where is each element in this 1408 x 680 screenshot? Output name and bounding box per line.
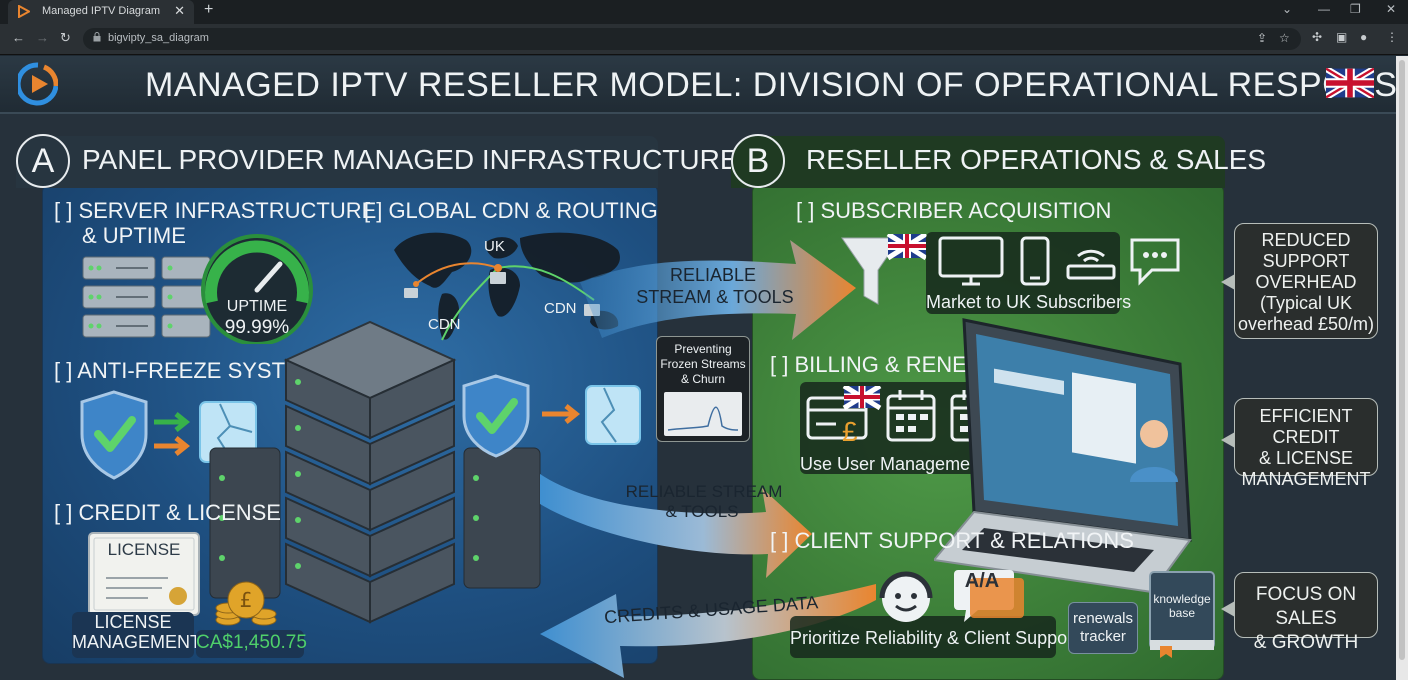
preventing-line3: & Churn [680,372,726,386]
renewals-line1: renewals [1072,610,1134,627]
share-icon[interactable]: ⇪ [1257,31,1268,45]
address-bar[interactable]: bigvipty_sa_diagram ⇪ ☆ [83,28,1301,50]
tab-title: Managed IPTV Diagram [42,5,160,17]
flow-arrows [540,240,876,678]
device-icons [938,236,1180,286]
center-shield-icon [462,374,641,458]
license-management-box [72,612,194,658]
close-window-icon[interactable]: ✕ [1386,2,1397,16]
tab-search-icon[interactable]: ⌄ [1282,2,1293,16]
knowledge-base-line2: base [1168,606,1196,620]
play-logo-icon [18,5,30,18]
credit-amount: CA$1,450.75 [196,632,307,653]
brand-logo-icon [18,62,58,106]
laptop-agent-icon [934,318,1192,594]
headset-translate-icons [879,570,1024,622]
focus-line1: FOCUS ON SALES [1255,584,1357,629]
side-panel-icon[interactable]: ▣ [1336,30,1348,44]
new-tab-button[interactable]: + [204,1,214,18]
page-header: MANAGED IPTV RESELLER MODEL: DIVISION OF… [0,56,1396,114]
cdn-left-label: CDN [428,316,461,333]
panel-a-header [16,136,658,188]
url-text: bigvipty_sa_diagram [108,32,209,44]
forward-icon[interactable]: → [36,30,49,45]
reduced-overhead-callout: REDUCED SUPPORT OVERHEAD (Typical UK ove… [1221,223,1378,339]
uptime-gauge-icon [201,234,313,344]
focus-line2: & GROWTH [1253,632,1359,653]
translate-icon-text: A/A [964,570,1000,592]
profile-icon[interactable]: ● [1360,30,1368,44]
pound-currency-icon: £ [842,416,858,447]
bookmark-star-icon[interactable]: ☆ [1279,31,1290,45]
anti-freeze-shield-icon [80,390,257,480]
reduced-line2: SUPPORT [1262,251,1350,271]
efficient-credit-callout: EFFICIENT CREDIT & LICENSE MANAGEMENT [1221,398,1378,489]
server-infrastructure-label: [ ] SERVER INFRASTRUCTURE [54,198,377,223]
preventing-line1: Preventing [674,342,732,356]
browser-tab-bar: Managed IPTV Diagram ✕ + ⌄ — ❐ ✕ [0,0,1408,24]
central-server-stack-icon [209,320,541,624]
reduced-line3: OVERHEAD [1255,272,1357,292]
scrollbar-thumb[interactable] [1399,60,1405,660]
credit-amount-box [196,630,304,658]
panel-b-title: RESELLER OPERATIONS & SALES [806,144,1267,175]
address-toolbar: ← → ↻ bigvipty_sa_diagram ⇪ ☆ ✣ ▣ ● ⋮ [0,24,1408,55]
support-caption-box [790,616,1056,658]
server-uptime-label: & UPTIME [82,223,186,248]
close-tab-icon[interactable]: ✕ [174,3,185,18]
knowledge-base-book-icon [1149,571,1215,658]
page-scrollbar[interactable] [1396,56,1408,680]
world-map-icon [394,232,620,341]
cdn-uk-label: UK [484,238,505,255]
support-caption: Prioritize Reliability & Client Support [790,628,1079,648]
panel-b-letter: B [731,134,785,188]
funnel-uk-icon [841,234,928,305]
license-management-line1: LICENSE [94,612,172,632]
uptime-label: UPTIME [226,298,288,315]
panel-a-title: PANEL PROVIDER MANAGED INFRASTRUCTURE [82,144,739,175]
efficient-line3: MANAGEMENT [1241,469,1371,489]
extensions-icon[interactable]: ✣ [1312,30,1323,44]
license-management-line2: MANAGEMENT [72,632,202,652]
efficient-line2: & LICENSE [1258,448,1354,468]
reduced-line5: overhead £50/m) [1237,314,1375,334]
renewals-line2: tracker [1080,628,1126,645]
knowledge-base-line1: knowledge [1153,592,1211,606]
arrow-mid-line2: & TOOLS [665,502,739,521]
client-support-label: [ ] CLIENT SUPPORT & RELATIONS [770,528,1134,553]
reduced-line4: (Typical UK [1259,293,1353,313]
coin-currency-symbol: £ [240,588,253,612]
efficient-line1: EFFICIENT CREDIT [1259,406,1353,447]
page-title: MANAGED IPTV RESELLER MODEL: DIVISION OF… [145,66,1396,104]
uptime-value: 99.99% [224,317,290,338]
menu-icon[interactable]: ⋮ [1386,30,1398,44]
global-cdn-label: [ ] GLOBAL CDN & ROUTING [364,198,658,223]
arrow-mid-line1: RELIABLE STREAM [625,482,783,501]
credit-license-label: [ ] CREDIT & LICENSE [54,500,281,525]
minimize-icon[interactable]: — [1318,2,1330,16]
coins-pound-icon: £ [215,581,277,626]
server-rack-icon [82,256,211,338]
cdn-right-label: CDN [544,300,577,317]
browser-tab[interactable]: Managed IPTV Diagram ✕ [8,0,194,24]
stream-monitor-chart-icon [664,392,742,436]
renewals-tracker-box[interactable] [1068,602,1138,654]
panel-a-letter: A [16,134,70,188]
acquisition-caption: Market to UK Subscribers [926,292,1132,312]
panel-b-header [731,136,1225,188]
focus-sales-callout: FOCUS ON SALES & GROWTH [1221,572,1378,653]
arrow-top-line1: RELIABLE [669,265,757,285]
reduced-line1: REDUCED [1261,230,1351,250]
restore-icon[interactable]: ❐ [1350,2,1361,16]
back-icon[interactable]: ← [12,30,25,45]
subscriber-acquisition-label: [ ] SUBSCRIBER ACQUISITION [796,198,1112,223]
license-certificate-text: LICENSE [107,540,181,559]
page-content: MANAGED IPTV RESELLER MODEL: DIVISION OF… [0,56,1396,680]
lock-icon [93,32,101,42]
arrow-top-line2: STREAM & TOOLS [636,287,794,307]
reload-icon[interactable]: ↻ [60,30,71,45]
preventing-line2: Frozen Streams [660,357,746,371]
uk-flag-icon [1326,68,1374,98]
